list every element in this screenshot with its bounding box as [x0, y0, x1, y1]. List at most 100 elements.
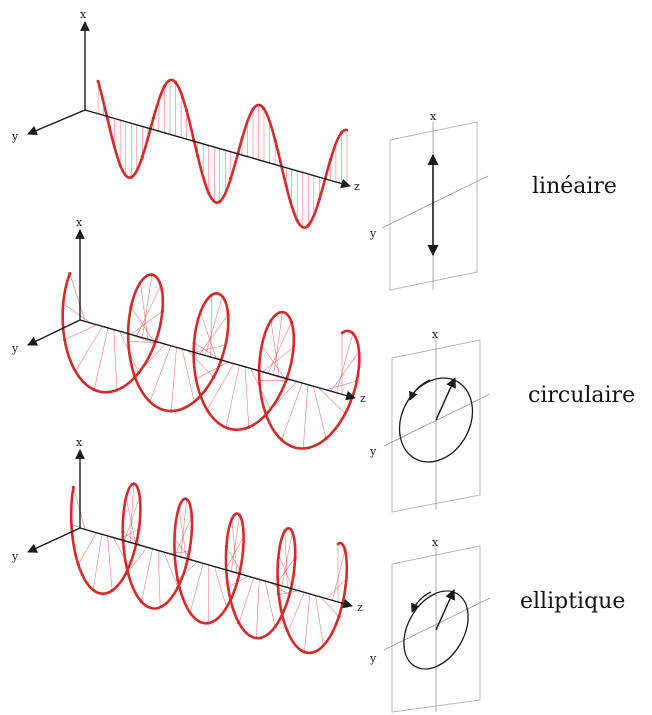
- elliptical-y-axis: [27, 527, 81, 553]
- lin-wave-dot: [262, 107, 266, 111]
- circ-field-vector-line: [324, 380, 357, 391]
- circ-field-vector-line: [195, 362, 229, 380]
- circ-wave-dot: [209, 293, 214, 297]
- ell-field-vector-line: [77, 532, 97, 565]
- ell-field-vector-line: [174, 516, 193, 556]
- lin-wave-dot: [273, 138, 277, 142]
- circular-y-axis: [27, 319, 81, 346]
- ell-field-vector-line: [315, 595, 324, 646]
- circ-field-vector-line: [75, 326, 103, 372]
- ell-wave-dot: [293, 556, 297, 560]
- lin-wave-dot: [284, 184, 288, 188]
- ell-field-vector-line: [256, 579, 260, 639]
- elliptical-plane-frame: [391, 545, 481, 713]
- lin-wave-dot: [207, 191, 211, 195]
- ell-field-vector-line: [122, 531, 142, 546]
- ell-field-vector-line: [225, 536, 244, 570]
- elliptical-rotation-arrow: [411, 591, 432, 613]
- circ-wave-dot: [192, 341, 196, 345]
- ell-field-vector-line: [169, 551, 190, 554]
- circ-field-vector-line: [136, 285, 161, 337]
- ell-field-vector-line: [284, 530, 288, 588]
- ell-field-vector-line: [125, 497, 136, 545]
- circ-field-vector-line: [204, 296, 223, 356]
- lin-wave-dot: [229, 176, 233, 180]
- circular-polarization-plane: x y: [369, 328, 491, 513]
- elliptical-field-vector: [435, 589, 455, 631]
- linear-wave-curve: [96, 78, 349, 229]
- circular-plane-frame: [391, 339, 481, 513]
- ell-wave-dot: [137, 527, 141, 532]
- circular-plane-y-label: y: [369, 445, 377, 458]
- circ-wave-dot: [137, 371, 141, 375]
- elliptical-wave-curve: [69, 482, 349, 655]
- lin-wave-dot: [295, 218, 299, 223]
- circ-wave-dot: [68, 272, 72, 276]
- ell-field-vector-line: [238, 577, 254, 623]
- ell-field-vector-line: [127, 547, 148, 573]
- circ-wave-dot: [205, 408, 209, 412]
- circ-field-vector-line: [261, 345, 286, 379]
- circ-field-vector-line: [63, 303, 92, 324]
- circ-wave-dot: [169, 409, 173, 413]
- circ-field-vector-line: [93, 327, 109, 390]
- ell-wave-dot: [277, 593, 281, 597]
- circ-field-vector-line: [281, 383, 303, 441]
- ell-field-vector-line: [180, 499, 187, 557]
- circ-wave-dot: [92, 388, 96, 392]
- circ-wave-dot: [63, 338, 67, 342]
- ell-field-vector-line: [320, 596, 340, 617]
- circ-field-vector-line: [181, 349, 195, 402]
- lin-wave-dot: [173, 80, 178, 84]
- ell-wave-dot: [238, 513, 242, 517]
- ell-field-vector-line: [129, 483, 134, 543]
- circular-wave-group: [61, 272, 361, 450]
- linear-plane-frame: [389, 121, 478, 291]
- ell-wave-dot: [177, 506, 181, 510]
- ell-wave-dot: [71, 485, 75, 490]
- ell-field-vector-line: [230, 515, 240, 572]
- ell-wave-dot: [237, 621, 241, 625]
- circ-wave-dot: [129, 305, 133, 309]
- lin-wave-dot: [328, 158, 332, 162]
- ell-field-vector-line: [326, 578, 347, 600]
- lin-wave-dot: [129, 175, 133, 179]
- linear-label: linéaire: [532, 174, 617, 199]
- circ-wave-dot: [133, 374, 137, 378]
- circ-field-vector-line: [336, 333, 354, 394]
- circ-field-vector-line: [244, 367, 250, 428]
- linear-wave-group: [96, 78, 349, 229]
- circ-wave-dot: [355, 379, 359, 383]
- ell-wave-dot: [343, 548, 347, 552]
- ell-wave-dot: [206, 621, 210, 625]
- circular-rotation-arrow: [409, 379, 431, 401]
- ell-wave-dot: [110, 589, 114, 593]
- ell-wave-dot: [190, 514, 194, 519]
- elliptical-plane-y-line: [383, 597, 491, 651]
- elliptical-plane-y-label: y: [369, 652, 377, 665]
- ell-field-vector-line: [189, 563, 204, 613]
- circ-field-vector-line: [302, 385, 309, 449]
- circular-field-vector: [435, 377, 456, 421]
- elliptical-x-label: x: [76, 436, 83, 449]
- ell-wave-dot: [176, 585, 180, 589]
- elliptical-y-label: y: [11, 550, 19, 563]
- circ-wave-dot: [351, 331, 355, 335]
- circ-wave-dot: [226, 313, 230, 317]
- circular-y-label: y: [11, 342, 19, 355]
- lin-wave-dot: [196, 154, 200, 158]
- ell-field-vector-line: [207, 564, 210, 624]
- circular-wave-hatching: [63, 273, 360, 449]
- ell-wave-dot: [283, 529, 287, 533]
- ell-field-vector-line: [141, 548, 153, 602]
- circ-field-vector-line: [199, 314, 229, 355]
- ell-field-vector-line: [157, 550, 161, 608]
- lin-wave-dot: [107, 124, 111, 128]
- circ-wave-dot: [160, 309, 164, 313]
- circular-plane-y-line: [383, 393, 491, 447]
- circ-field-vector-line: [142, 274, 153, 338]
- ell-wave-dot: [337, 615, 341, 619]
- circ-field-vector-line: [270, 320, 280, 378]
- linear-panel: x y z x y linéaire: [11, 8, 617, 291]
- lin-wave-dot: [96, 79, 100, 83]
